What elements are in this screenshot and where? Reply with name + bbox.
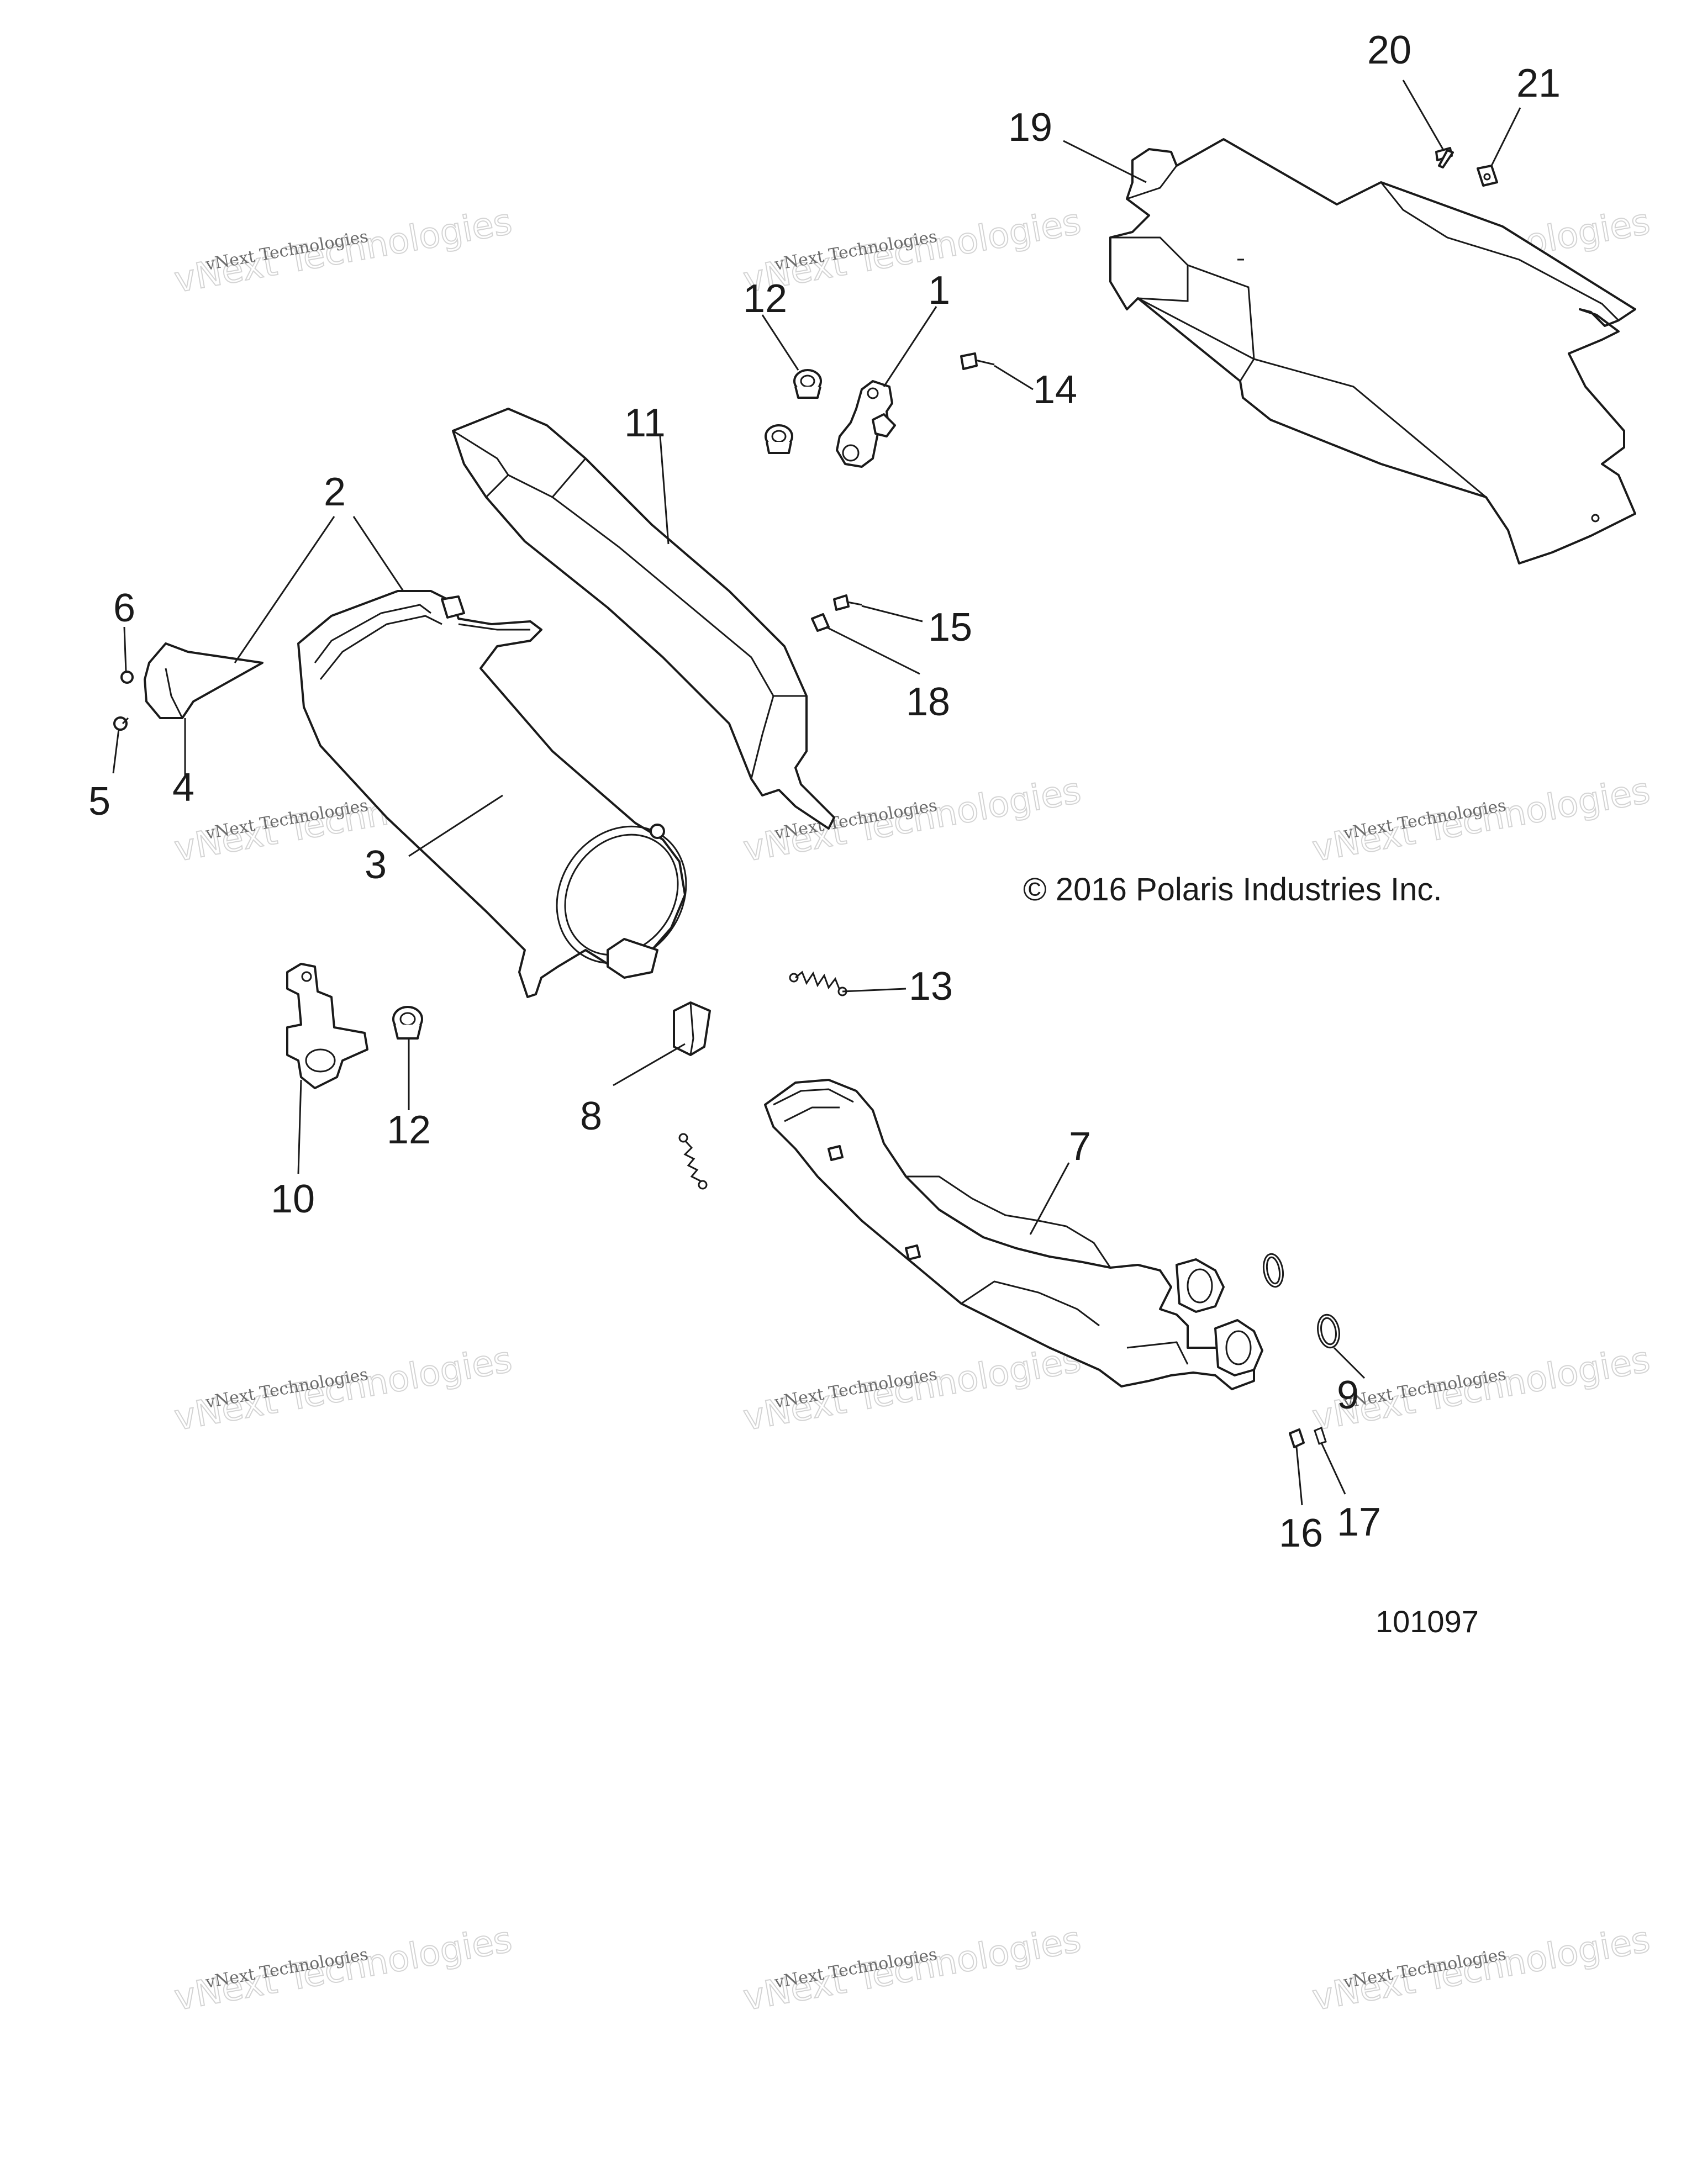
part-20-bolt	[1435, 147, 1454, 168]
svg-text:vNext Technologies: vNext Technologies	[740, 202, 1084, 301]
callout-6: 6	[113, 586, 135, 630]
part-14-bolt	[960, 352, 995, 370]
part-1-bracket	[836, 380, 896, 468]
callout-17: 17	[1337, 1500, 1381, 1544]
callout-10: 10	[271, 1177, 315, 1221]
callout-19: 19	[1008, 105, 1052, 150]
callout-15: 15	[928, 605, 972, 650]
part-18-washer	[811, 613, 830, 632]
part-6-nut	[120, 671, 134, 684]
part-7-header-pipe	[764, 1079, 1263, 1390]
svg-text:vNext Technologies: vNext Technologies	[171, 202, 515, 301]
part-5-screw	[113, 716, 129, 731]
callout-18: 18	[906, 680, 950, 724]
callout-21: 21	[1516, 61, 1561, 105]
callout-12-top: 12	[743, 277, 787, 321]
watermark: vNext Technologies vNext Technologies	[740, 201, 1084, 302]
svg-text:vNext Technologies: vNext Technologies	[1309, 771, 1653, 870]
callout-1: 1	[928, 268, 950, 313]
part-13-spring-lower	[678, 1133, 708, 1190]
svg-text:vNext Technologies: vNext Technologies	[1309, 1339, 1653, 1439]
svg-text:vNext Technologies: vNext Technologies	[171, 1339, 515, 1439]
callout-9: 9	[1337, 1373, 1359, 1417]
part-19-heat-shield	[1109, 138, 1636, 565]
part-17-washer	[1314, 1426, 1327, 1445]
callout-8: 8	[580, 1094, 602, 1138]
watermark: vNext Technologies vNext Technologies	[171, 1919, 515, 2019]
leader-lines	[112, 80, 1521, 1506]
watermark: vNext Technologies vNext Technologies	[740, 1919, 1084, 2019]
callout-16: 16	[1279, 1511, 1323, 1555]
watermark: vNext Technologies vNext Technologies	[171, 1339, 515, 1439]
svg-text:vNext Technologies: vNext Technologies	[740, 1339, 1084, 1439]
callout-7: 7	[1069, 1125, 1091, 1169]
callout-5: 5	[88, 779, 110, 824]
svg-text:vNext Technologies: vNext Technologies	[1309, 1919, 1653, 2019]
part-9-gaskets	[1262, 1253, 1340, 1349]
callout-12-lower: 12	[387, 1108, 431, 1152]
part-10-bracket	[286, 963, 368, 1089]
callout-13: 13	[909, 964, 953, 1009]
callout-3: 3	[365, 843, 387, 887]
watermark: vNext Technologies vNext Technologies	[1309, 1339, 1653, 1439]
part-12-grommet-top	[765, 369, 822, 454]
watermark: vNext Technologies vNext Technologies	[1309, 1919, 1653, 2019]
part-15-bolt	[833, 594, 862, 611]
part-11-heat-shield	[452, 408, 835, 830]
copyright-notice: © 2016 Polaris Industries Inc.	[1023, 872, 1442, 908]
drawing-number: 101097	[1375, 1604, 1479, 1639]
watermark: vNext Technologies vNext Technologies	[1309, 770, 1653, 871]
callout-2: 2	[324, 470, 346, 514]
callout-14: 14	[1033, 368, 1077, 412]
part-8-pad	[673, 1001, 711, 1056]
part-4-tip-cone	[144, 642, 263, 719]
watermark: vNext Technologies vNext Technologies	[171, 201, 515, 302]
part-3-muffler	[297, 590, 687, 998]
part-12-grommet-lower	[392, 1006, 423, 1040]
callout-4: 4	[172, 766, 194, 810]
svg-text:vNext Technologies: vNext Technologies	[740, 1919, 1084, 2019]
part-16-nut	[1289, 1428, 1305, 1448]
watermark: vNext Technologies vNext Technologies	[740, 1339, 1084, 1439]
part-13-spring	[789, 970, 847, 996]
callout-20: 20	[1367, 28, 1411, 72]
part-21-clip-nut	[1477, 165, 1498, 187]
callout-11: 11	[624, 401, 666, 445]
svg-text:vNext Technologies: vNext Technologies	[171, 1919, 515, 2019]
callout-labels: 1 2 3 4 5 6 7 8 9 10 11 12 12 13 14 15 1…	[88, 28, 1561, 1555]
